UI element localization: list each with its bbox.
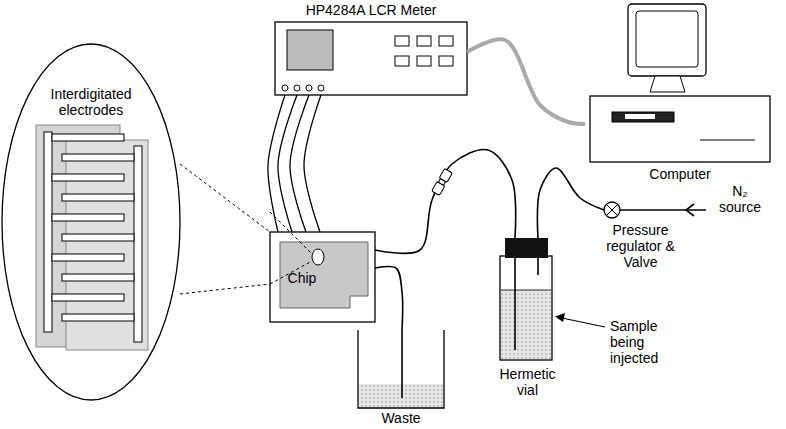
tube-fitting [432,168,453,195]
vial-body [500,256,552,360]
computer: Computer [585,2,775,192]
zoom-leader [180,164,270,232]
computer-base [590,96,770,162]
zoom-leader [270,212,312,254]
gas-tube [537,258,539,275]
chip-substrate [280,242,368,308]
fluid-tube [375,149,516,253]
fluid-tube [537,168,604,238]
node-label: Waste [358,410,444,426]
leader-arrowhead [555,313,565,322]
lcr-meter-body [275,22,467,95]
leader-line [562,318,605,327]
chip: Chip [270,232,375,322]
terminal [282,85,288,91]
zoom-view: Interdigitated electrodes [2,44,180,400]
node-label: Computer [605,166,755,182]
waste-liquid [359,384,443,407]
liquid-level [501,290,551,291]
waste-container [358,330,444,408]
sample-tube [514,258,516,350]
monitor-screen [636,11,698,67]
waste-tube [401,330,403,398]
pressure-valve: Pressure regulator & Valve [604,200,700,285]
node-label: HP4284A LCR Meter [275,2,467,18]
node-label: Pressure regulator & Valve [603,222,678,270]
lcr-buttons [395,36,453,66]
sample-liquid [501,290,551,359]
hermetic-vial: Hermetic vial [495,238,560,406]
lcr-meter: HP4284A LCR Meter [275,2,467,95]
drive-slot [625,114,655,119]
node-label: Chip [280,270,324,286]
measurement-wire [304,95,321,232]
lcr-screen [287,30,333,70]
flow-arrowhead [686,204,694,216]
measurement-wire [268,95,285,232]
drive-slot [612,112,674,122]
gas-line [620,209,706,211]
chip-holder [270,232,375,322]
terminal [318,85,324,91]
sample-label: Sample being injected [610,318,682,366]
drive-line [700,140,755,141]
node-label: Interdigitated electrodes [41,86,141,118]
zoom-ellipse [2,44,180,400]
terminal [306,85,312,91]
terminal [294,85,300,91]
vial-cap [505,238,548,258]
fluid-tube [375,266,403,330]
electrode-spot [312,249,324,265]
measurement-wire [290,95,309,232]
data-cable [467,39,585,124]
measurement-wire [278,95,297,232]
gas-source-label: N₂ source [714,183,766,215]
valve-cross [607,205,618,216]
electrode-fingers [44,132,142,342]
monitor-stand [650,76,685,92]
zoom-leader [180,284,270,294]
monitor [628,4,706,76]
valve-symbol [604,202,620,218]
waste-container: Waste [358,330,444,428]
node-label: Hermetic vial [489,366,566,398]
